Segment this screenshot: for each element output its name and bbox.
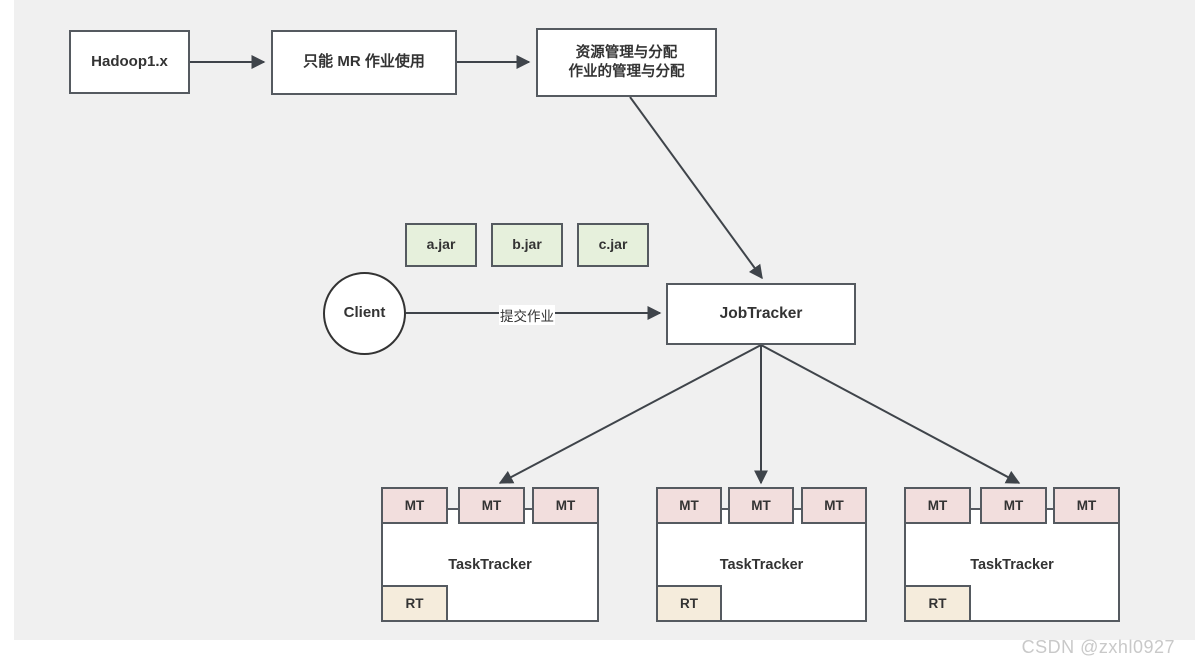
node-jar-a-label: a.jar (426, 236, 456, 253)
tasktracker-2-map-task-2-label: MT (751, 498, 771, 513)
watermark: CSDN @zxhl0927 (1022, 637, 1175, 658)
node-jar-a[interactable]: a.jar (405, 223, 477, 267)
node-resource-management-line2: 作业的管理与分配 (568, 63, 685, 80)
tasktracker-2-label: TaskTracker (719, 557, 804, 573)
tasktracker-2-map-task-1-label: MT (679, 498, 699, 513)
tasktracker-1-map-task-3[interactable]: MT (532, 487, 599, 524)
tasktracker-2-map-task-2[interactable]: MT (728, 487, 794, 524)
tasktracker-1-map-task-1-label: MT (404, 498, 425, 513)
tasktracker-2-reduce-task-1-label: RT (680, 596, 698, 611)
tasktracker-group-2: TaskTracker MT MT MT RT (656, 487, 867, 622)
tasktracker-1-reduce-task-1[interactable]: RT (381, 585, 448, 622)
tasktracker-2-map-task-1[interactable]: MT (656, 487, 722, 524)
tasktracker-3-map-task-2[interactable]: MT (980, 487, 1047, 524)
node-mr-only[interactable]: 只能 MR 作业使用 (271, 30, 457, 95)
tasktracker-group-3: TaskTracker MT MT MT RT (904, 487, 1120, 622)
tasktracker-2-map-task-3[interactable]: MT (801, 487, 867, 524)
node-client-label: Client (343, 304, 386, 322)
tasktracker-3-map-task-1[interactable]: MT (904, 487, 971, 524)
tasktracker-1-map-task-3-label: MT (555, 498, 576, 513)
node-jar-c[interactable]: c.jar (577, 223, 649, 267)
node-jar-b-label: b.jar (512, 236, 542, 253)
node-jobtracker[interactable]: JobTracker (666, 283, 856, 345)
tasktracker-3-label: TaskTracker (970, 557, 1054, 573)
tasktracker-1-label: TaskTracker (448, 557, 532, 573)
tasktracker-1-map-task-1[interactable]: MT (381, 487, 448, 524)
node-resource-management[interactable]: 资源管理与分配 作业的管理与分配 (536, 28, 717, 97)
tasktracker-group-1: TaskTracker MT MT MT RT (381, 487, 599, 622)
edge-label-submit-job-text: 提交作业 (500, 309, 554, 324)
tasktracker-3-map-task-2-label: MT (1003, 498, 1024, 513)
node-resource-management-line1: 资源管理与分配 (575, 45, 678, 62)
edge-label-submit-job: 提交作业 (499, 305, 555, 325)
node-jar-c-label: c.jar (598, 236, 628, 253)
tasktracker-1-body[interactable]: TaskTracker (381, 508, 599, 622)
node-client[interactable]: Client (323, 272, 406, 355)
tasktracker-2-reduce-task-1[interactable]: RT (656, 585, 722, 622)
tasktracker-1-map-task-2-label: MT (481, 498, 502, 513)
node-hadoop1x[interactable]: Hadoop1.x (69, 30, 190, 94)
node-hadoop1x-label: Hadoop1.x (91, 52, 168, 70)
tasktracker-1-reduce-task-1-label: RT (405, 596, 424, 611)
tasktracker-3-map-task-3-label: MT (1076, 498, 1097, 513)
node-mr-only-label: 只能 MR 作业使用 (303, 53, 425, 71)
tasktracker-3-reduce-task-1[interactable]: RT (904, 585, 971, 622)
node-resource-management-labels: 资源管理与分配 作业的管理与分配 (569, 44, 685, 80)
node-jar-b[interactable]: b.jar (491, 223, 563, 267)
tasktracker-3-reduce-task-1-label: RT (928, 596, 947, 611)
tasktracker-3-map-task-3[interactable]: MT (1053, 487, 1120, 524)
watermark-text: CSDN @zxhl0927 (1021, 637, 1175, 657)
tasktracker-3-map-task-1-label: MT (927, 498, 948, 513)
node-jobtracker-label: JobTracker (719, 305, 803, 323)
tasktracker-2-map-task-3-label: MT (824, 498, 844, 513)
tasktracker-1-map-task-2[interactable]: MT (458, 487, 525, 524)
